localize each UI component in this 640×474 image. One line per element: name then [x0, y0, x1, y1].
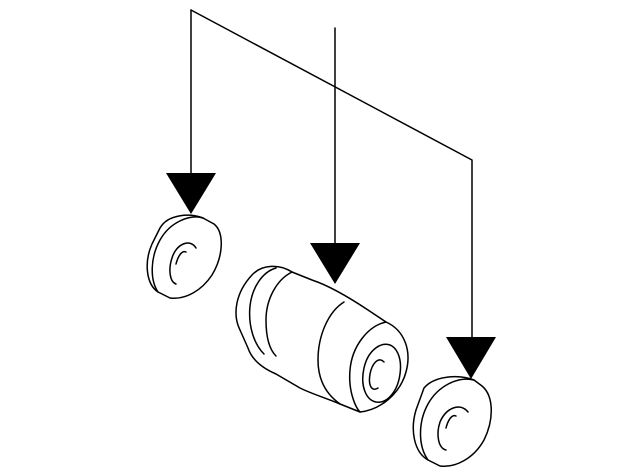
arrow-head-right [446, 337, 496, 379]
bushing-center [235, 265, 409, 413]
bushing-cap-lower-right [412, 375, 492, 467]
leader-lines [190, 9, 473, 341]
arrow-head-left [166, 173, 216, 214]
arrow-head-center [310, 243, 360, 284]
bushing-cap-upper-left [146, 214, 222, 299]
leader-line-right [190, 9, 473, 341]
